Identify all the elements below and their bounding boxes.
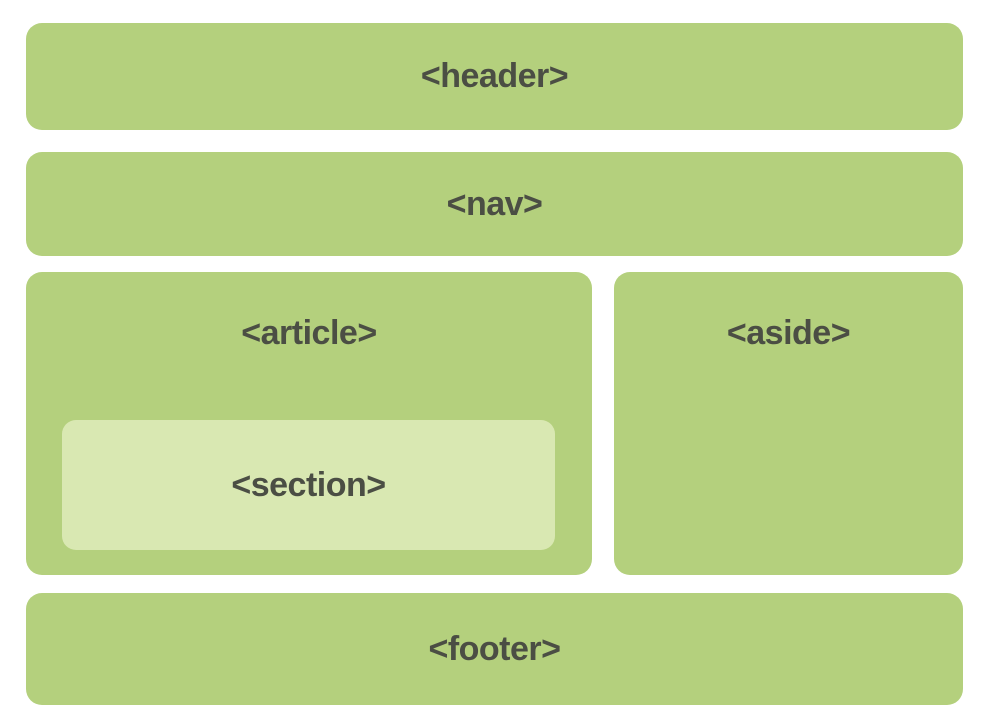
footer-box: <footer> [26, 593, 963, 705]
article-box: <article> <section> [26, 272, 592, 575]
header-box: <header> [26, 23, 963, 130]
aside-box: <aside> [614, 272, 963, 575]
article-label: <article> [241, 314, 377, 352]
nav-label: <nav> [446, 184, 543, 223]
aside-label: <aside> [726, 314, 851, 352]
nav-box: <nav> [26, 152, 963, 256]
section-label: <section> [231, 465, 386, 504]
header-label: <header> [420, 57, 569, 95]
middle-row: <article> <section> <aside> [26, 272, 963, 575]
footer-label: <footer> [428, 629, 561, 668]
section-box: <section> [62, 420, 555, 550]
